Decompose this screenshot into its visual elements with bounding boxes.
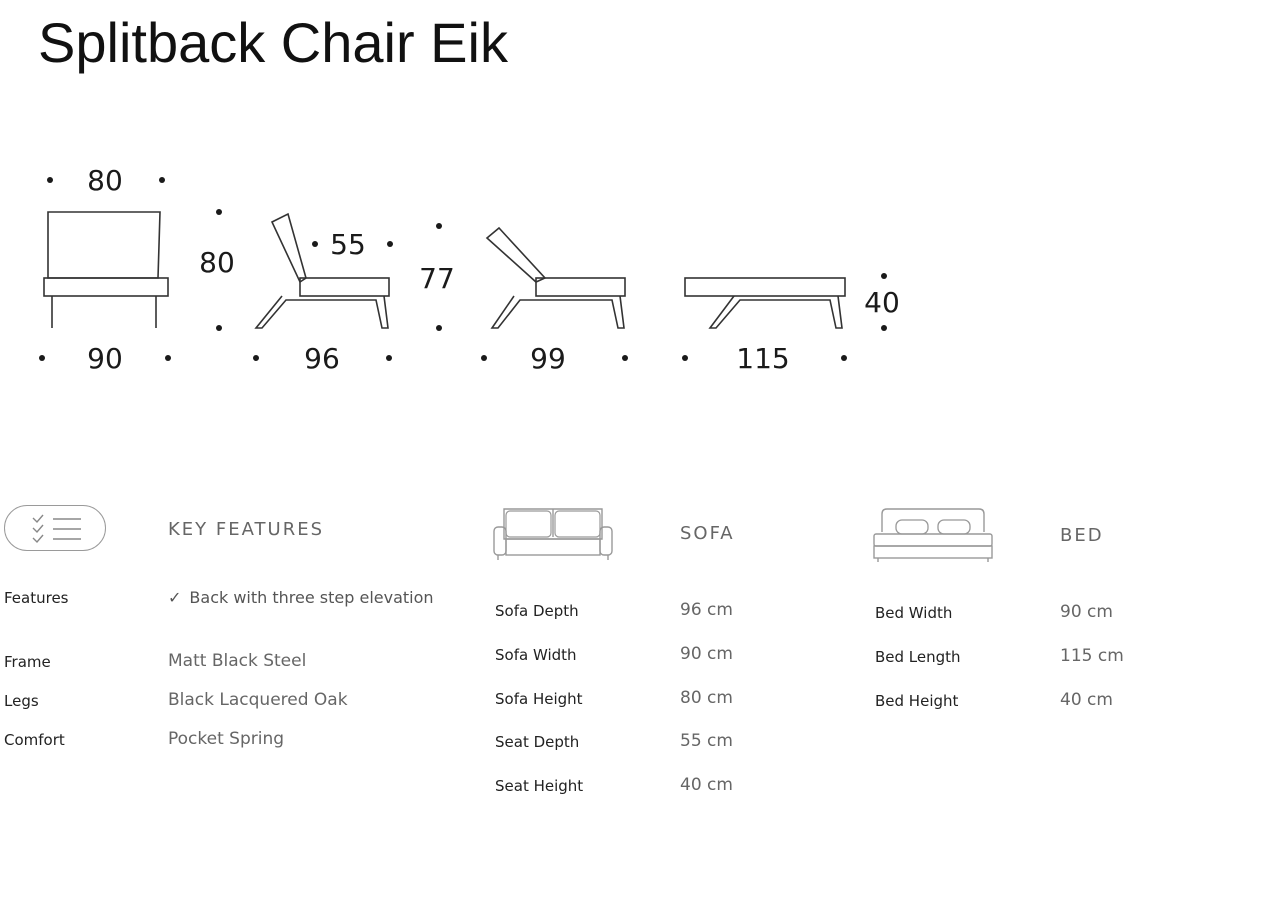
seat-depth-label: Seat Depth [495, 733, 580, 751]
comfort-value: Pocket Spring [168, 729, 285, 749]
sofa-heading: SOFA [680, 523, 735, 544]
comfort-label: Comfort [4, 731, 65, 749]
bed-length-value: 115 cm [1060, 646, 1124, 666]
dim-chair-height: 80 [199, 246, 235, 279]
checklist-icon [4, 505, 106, 551]
feature-value: ✓ Back with three step elevation [168, 588, 434, 607]
chair-side-reclined-icon: 99 [481, 226, 628, 375]
chair-front-view-icon: 80 90 [39, 164, 171, 375]
sofa-icon [493, 508, 613, 560]
bed-width-value: 90 cm [1060, 602, 1113, 622]
bed-height-value: 40 cm [1060, 690, 1113, 710]
frame-label: Frame [4, 653, 51, 671]
legs-value: Black Lacquered Oak [168, 690, 348, 710]
seat-depth-value: 55 cm [680, 731, 733, 751]
key-features-heading: KEY FEATURES [168, 519, 325, 540]
bed-heading: BED [1060, 525, 1104, 546]
dim-recline1-depth: 96 [304, 342, 340, 375]
sofa-depth-label: Sofa Depth [495, 602, 579, 620]
sofa-height-value: 80 cm [680, 688, 733, 708]
bed-height-label: Bed Height [875, 692, 959, 710]
bed-icon [873, 508, 993, 562]
sofa-depth-value: 96 cm [680, 600, 733, 620]
bed-width-label: Bed Width [875, 604, 953, 622]
feature-value-text: Back with three step elevation [189, 588, 434, 607]
seat-height-value: 40 cm [680, 775, 733, 795]
dimension-diagrams: 80 90 80 55 96 77 99 [39, 164, 900, 375]
dim-seat-depth: 55 [330, 228, 366, 261]
chair-bed-view-icon: 115 40 [682, 273, 900, 375]
dim-chair-base-width: 90 [87, 342, 123, 375]
recline-height-marker: 77 [419, 223, 455, 331]
seat-height-label: Seat Height [495, 777, 584, 795]
frame-value: Matt Black Steel [168, 651, 307, 671]
legs-label: Legs [4, 692, 39, 710]
dim-bed-length: 115 [736, 342, 789, 375]
feature-label: Features [4, 589, 69, 607]
chair-side-upright-icon: 55 96 [253, 212, 393, 375]
sofa-width-label: Sofa Width [495, 646, 577, 664]
chair-height-marker: 80 [199, 209, 235, 331]
dim-bed-height: 40 [864, 286, 900, 319]
page-title: Splitback Chair Eik [38, 11, 508, 74]
bed-length-label: Bed Length [875, 648, 961, 666]
dim-recline2-depth: 99 [530, 342, 566, 375]
dim-recline-height: 77 [419, 262, 455, 295]
sofa-height-label: Sofa Height [495, 690, 583, 708]
dim-chair-width: 80 [87, 164, 123, 197]
check-icon: ✓ [168, 588, 182, 607]
sofa-width-value: 90 cm [680, 644, 733, 664]
